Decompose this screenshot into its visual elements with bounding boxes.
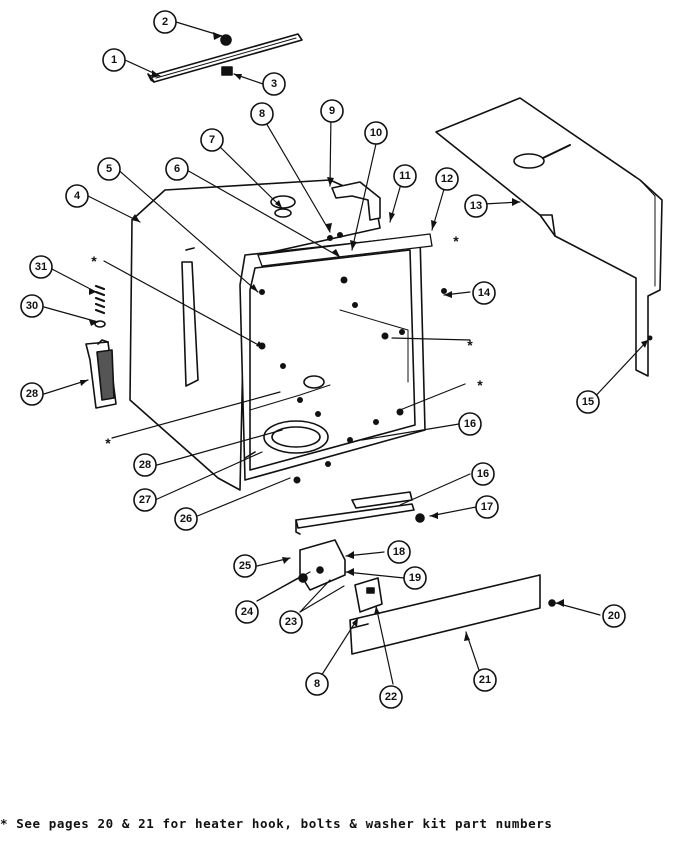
callout-28-left: 28: [26, 388, 38, 400]
hinge-bracket: [354, 577, 383, 613]
bracket-18: [298, 539, 346, 591]
countertop-panel-13: [435, 97, 663, 377]
callout-9: 9: [329, 105, 335, 117]
callout-14: 14: [478, 287, 491, 299]
callout-21: 21: [479, 674, 491, 686]
callout-25: 25: [239, 560, 251, 572]
callout-16-lower: 16: [477, 468, 489, 480]
top-gasket-strip: [147, 33, 303, 83]
callout-22: 22: [385, 691, 397, 703]
callout-31: 31: [35, 261, 47, 273]
callout-24: 24: [241, 606, 254, 618]
callout-15: 15: [582, 396, 594, 408]
callout-11: 11: [399, 170, 411, 182]
access-panel-21: [349, 574, 541, 655]
callout-17: 17: [481, 501, 493, 513]
callout-8-bottom: 8: [314, 678, 320, 690]
tub-side-panel: [129, 179, 381, 491]
callout-circles: [20, 10, 626, 709]
callout-5: 5: [106, 163, 112, 175]
spring-31: [94, 284, 106, 315]
fastener-dots: [258, 232, 653, 484]
screw-17: [415, 513, 425, 523]
callout-16-upper: 16: [464, 418, 476, 430]
callout-2: 2: [162, 16, 168, 28]
callout-12: 12: [441, 173, 453, 185]
callout-1: 1: [111, 54, 117, 66]
callout-4: 4: [74, 190, 81, 202]
grommet-30: [94, 320, 106, 328]
clip-3: [221, 66, 233, 76]
heater-hook-29: [85, 339, 117, 409]
asterisk-marker: *: [467, 337, 473, 353]
callout-23: 23: [285, 616, 297, 628]
tub-front-frame: [239, 233, 433, 481]
callout-18: 18: [393, 546, 405, 558]
asterisk-marker: *: [477, 377, 483, 393]
callout-26: 26: [180, 513, 192, 525]
callout-6: 6: [174, 163, 180, 175]
callout-30: 30: [26, 300, 38, 312]
callout-13: 13: [470, 200, 482, 212]
screw-2: [220, 34, 232, 46]
arrowheads: [80, 32, 648, 641]
footnote: * See pages 20 & 21 for heater hook, bol…: [0, 816, 553, 831]
callout-8-top: 8: [259, 108, 265, 120]
callout-28-heater: 28: [139, 459, 151, 471]
asterisk-marker: *: [453, 233, 459, 249]
callout-19: 19: [409, 572, 421, 584]
callout-3: 3: [271, 78, 277, 90]
callout-27: 27: [139, 494, 151, 506]
callout-7: 7: [209, 134, 215, 146]
screw-20: [548, 599, 556, 607]
asterisk-marker: *: [105, 435, 111, 451]
toe-kick-rail: [295, 491, 415, 535]
callout-20: 20: [608, 610, 620, 622]
heater-element: [244, 375, 329, 459]
callout-10: 10: [370, 127, 382, 139]
asterisk-marker: *: [91, 253, 97, 269]
